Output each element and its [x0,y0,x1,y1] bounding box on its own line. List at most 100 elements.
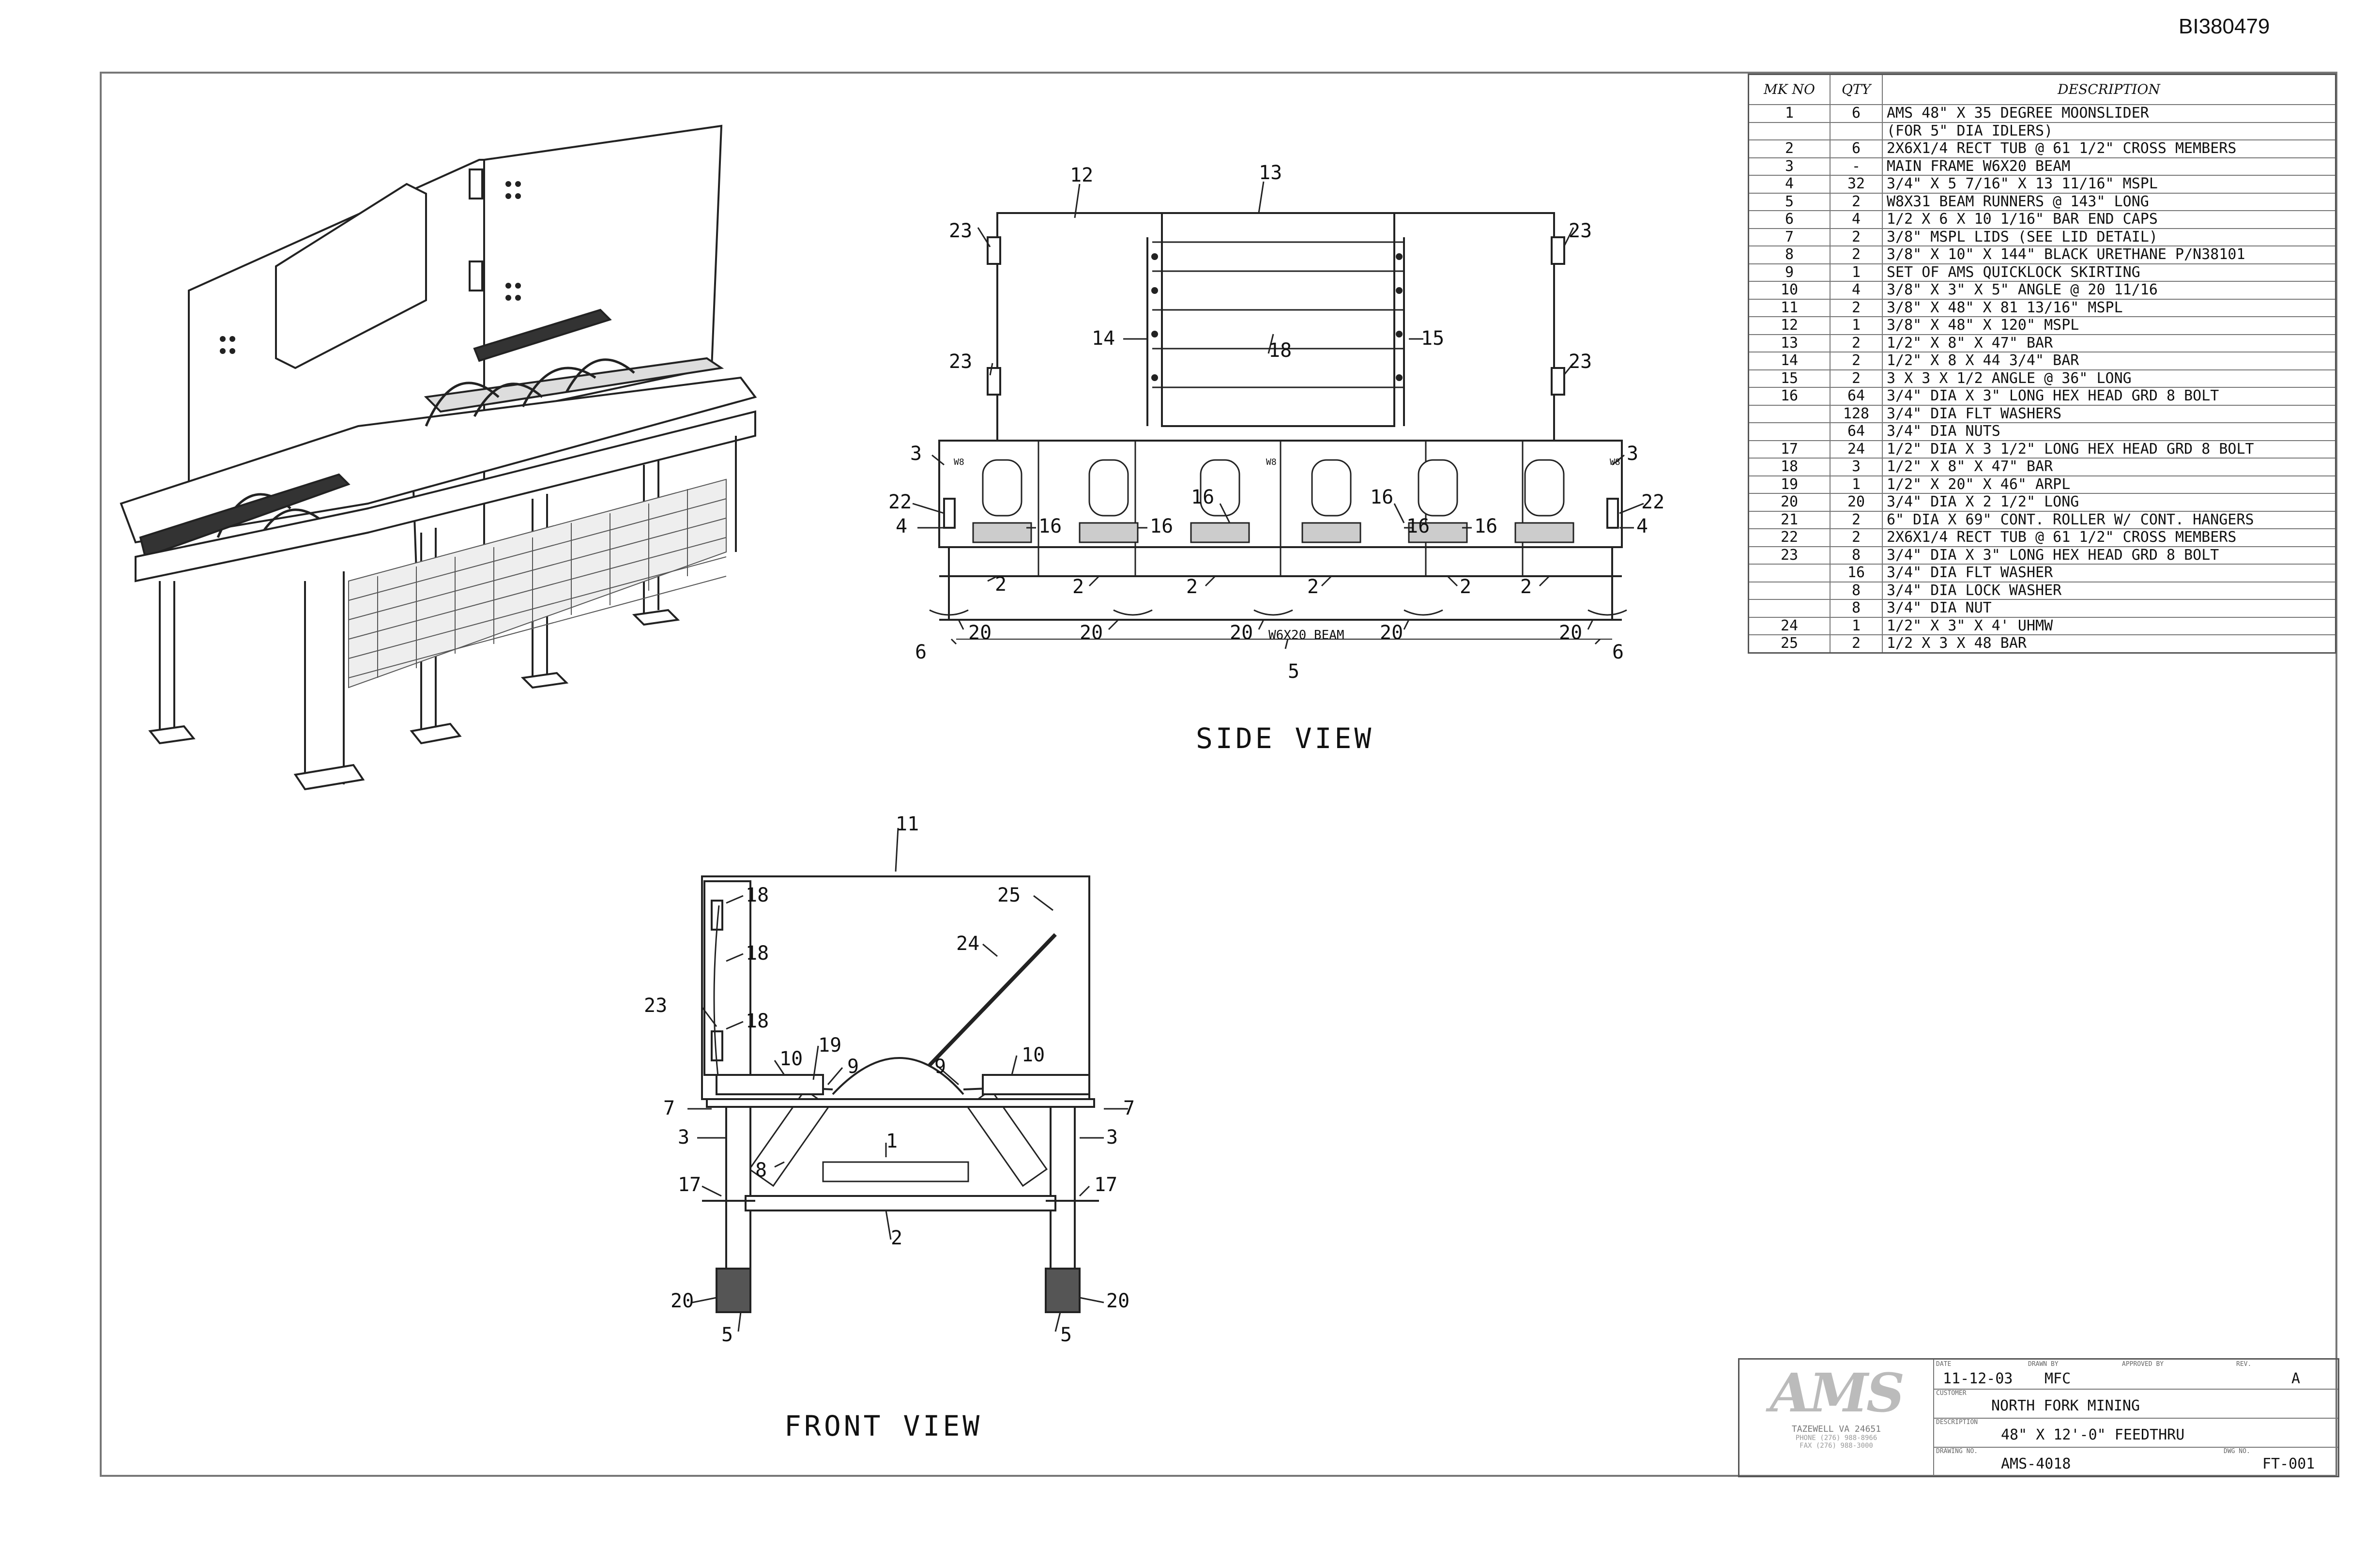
description-label: DESCRIPTION [1936,1419,1978,1426]
bom-cell-qty: 1 [1830,263,1883,282]
bom-cell-mk: 14 [1748,352,1831,370]
callout-leader [1393,503,1405,523]
bom-cell-qty: 4 [1830,210,1883,229]
logo-mark: AMS [1770,1362,1905,1424]
title-row-customer: CUSTOMER NORTH FORK MINING [1933,1389,2338,1419]
callout-label: 2 [1520,576,1532,598]
drawn-label: DRAWN BY [2028,1361,2059,1368]
bom-cell-desc: 3/4" DIA X 2 1/2" LONG [1882,493,2336,512]
bom-cell-qty: 3 [1830,458,1883,476]
callout-leader [1088,575,1100,587]
callout-label: 16 [1038,515,1062,537]
bom-cell-mk: 25 [1748,634,1831,653]
bom-cell-desc: 3/8" MSPL LIDS (SEE LID DETAIL) [1882,228,2336,246]
callout-label: 22 [1641,491,1664,513]
callout-label: 7 [663,1097,675,1119]
title-row-drawing: DRAWING NO. AMS-4018 DWG NO. FT-001 [1933,1447,2338,1474]
bom-cell-desc: 3/4" DIA NUTS [1882,422,2336,441]
callout-label: 7 [1123,1097,1135,1119]
callout-label: 19 [818,1034,841,1057]
bom-cell-qty: 4 [1830,281,1883,300]
title-row-description: DESCRIPTION 48" X 12'-0" FEEDTHRU [1933,1418,2338,1448]
bom-cell-desc: MAIN FRAME W6X20 BEAM [1882,157,2336,176]
bom-cell-mk: 9 [1748,263,1831,282]
callout-label: 5 [1288,660,1299,683]
callout-leader [1539,575,1550,587]
bom-cell-qty: 2 [1830,369,1883,388]
bom-cell-desc: 1/2" X 3" X 4' UHMW [1882,616,2336,635]
callout-label: 22 [888,491,912,513]
bom-cell-mk: 20 [1748,493,1831,512]
bom-cell-qty: 2 [1830,334,1883,352]
bom-cell-mk [1748,404,1831,423]
bom-cell-qty: 20 [1830,493,1883,512]
callout-label: 11 [896,813,919,835]
title-block: AMS TAZEWELL VA 24651 PHONE (276) 988-89… [1738,1358,2339,1477]
callout-label: 2 [1307,576,1319,598]
callout-leader [701,1007,717,1027]
bom-cell-mk: 1 [1748,104,1831,123]
bom-cell-desc: 3/4" DIA FLT WASHER [1882,564,2336,582]
callout-label: 24 [956,933,979,955]
bom-cell-qty: 1 [1830,316,1883,335]
callout-label: 5 [1060,1324,1072,1346]
callout-leader [950,638,957,645]
callout-label: 13 [1259,162,1282,184]
callout-label: 20 [968,622,992,644]
bom-cell-mk [1748,599,1831,618]
callout-label: 2 [1072,576,1084,598]
callout-leader [1284,639,1289,649]
callout-label: 6 [915,641,927,663]
bom-cell-mk: 7 [1748,228,1831,246]
bom-cell-desc: 1/2 X 6 X 10 1/16" BAR END CAPS [1882,210,2336,229]
bom-cell-mk: 15 [1748,369,1831,388]
date-value: 11-12-03 [1943,1370,2013,1387]
callout-leader [1403,619,1410,630]
side-view-label: SIDE VIEW [1196,722,1374,755]
bom-cell-mk: 16 [1748,387,1831,406]
callout-leader [1011,1055,1018,1075]
bom-cell-mk: 22 [1748,528,1831,547]
bom-header-mk: MK NO [1748,74,1831,105]
callout-label: 23 [1569,351,1592,373]
callout-leader [1033,895,1053,911]
bom-cell-mk: 11 [1748,298,1831,317]
logo-location: TAZEWELL VA 24651 [1791,1424,1881,1434]
callout-leader [1321,575,1332,587]
callout-leader [726,1021,744,1030]
post-tag: W8 [954,457,964,467]
bom-cell-desc: 2X6X1/4 RECT TUB @ 61 1/2" CROSS MEMBERS [1882,528,2336,547]
bom-cell-mk: 21 [1748,510,1831,529]
bom-cell-mk: 5 [1748,192,1831,211]
callout-leader [1258,619,1265,630]
bom-cell-mk: 12 [1748,316,1831,335]
drawing-label: DRAWING NO. [1936,1448,1978,1455]
callout-label: 17 [678,1174,701,1196]
callout-label: 20 [1080,622,1103,644]
company-logo: AMS TAZEWELL VA 24651 PHONE (276) 988-89… [1739,1360,1934,1476]
bom-cell-desc: 6" DIA X 69" CONT. ROLLER W/ CONT. HANGE… [1882,510,2336,529]
callout-label: 3 [1106,1126,1118,1149]
bom-cell-qty: 2 [1830,298,1883,317]
callout-leader [895,827,899,872]
bom-cell-qty: 32 [1830,175,1883,194]
drawing-value: AMS-4018 [2001,1455,2071,1472]
callout-leader [702,1185,722,1197]
bom-cell-mk: 17 [1748,440,1831,459]
callout-label: 16 [1191,486,1214,508]
customer-label: CUSTOMER [1936,1390,1967,1397]
post-tag: W8 [1266,457,1277,467]
callout-leader [987,575,998,582]
callout-label: 14 [1092,327,1115,350]
callout-label: 20 [1559,622,1582,644]
